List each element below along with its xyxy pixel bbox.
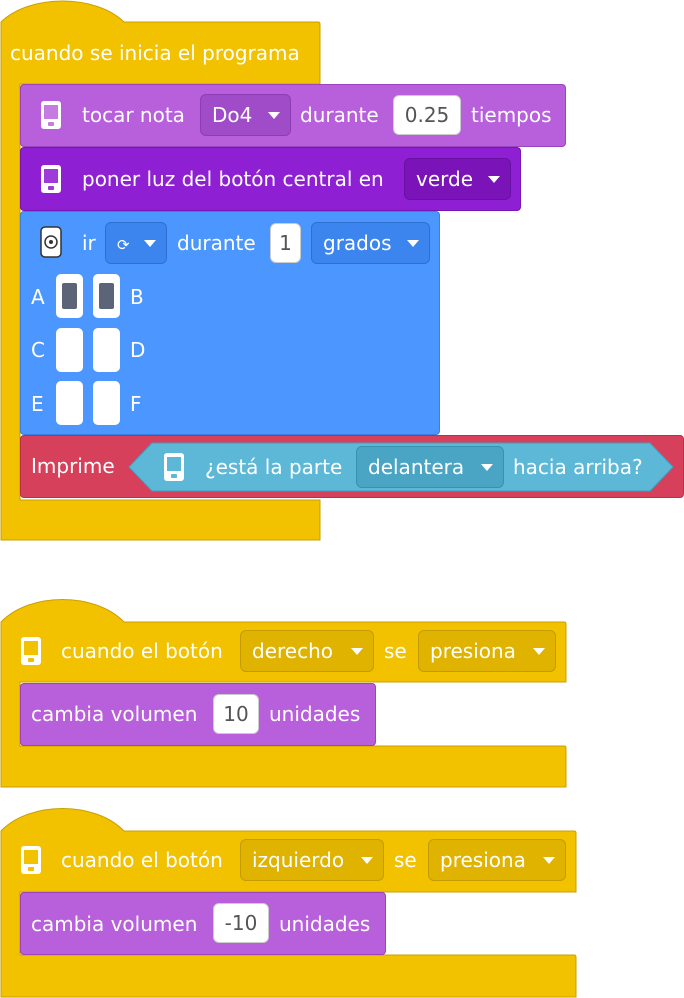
- hub-icon: [21, 637, 41, 665]
- chevron-down-icon: [481, 464, 493, 471]
- se-label: se: [384, 639, 407, 663]
- port-label-c: C: [31, 338, 45, 362]
- hat-label: cuando el botón: [61, 848, 223, 872]
- chevron-down-icon: [543, 857, 555, 864]
- unit-value: grados: [323, 231, 392, 255]
- button-dropdown[interactable]: izquierdo: [240, 839, 384, 881]
- motor-for-label: durante: [177, 231, 256, 255]
- port-d[interactable]: [93, 328, 120, 372]
- action-value: presiona: [440, 848, 526, 872]
- note-dropdown[interactable]: Do4: [200, 94, 291, 136]
- port-f[interactable]: [93, 381, 120, 425]
- button-dropdown[interactable]: derecho: [240, 630, 374, 672]
- play-note-label: tocar nota: [82, 103, 185, 127]
- change-volume-block[interactable]: [20, 892, 386, 955]
- play-note-for-label: durante: [300, 103, 379, 127]
- volume-unit: unidades: [269, 702, 361, 726]
- chevron-down-icon: [407, 240, 419, 247]
- port-label-e: E: [31, 392, 44, 416]
- hub-icon: [41, 165, 61, 193]
- light-color-dropdown[interactable]: verde: [404, 158, 511, 200]
- volume-unit: unidades: [279, 912, 371, 936]
- side-value: delantera: [368, 455, 465, 479]
- chevron-down-icon: [488, 176, 500, 183]
- light-color-value: verde: [416, 167, 474, 191]
- button-value: derecho: [252, 639, 333, 663]
- hat-label[interactable]: cuando se inicia el programa: [10, 41, 300, 65]
- center-light-label: poner luz del botón central en: [82, 167, 384, 191]
- hub-icon: [41, 101, 61, 129]
- action-value: presiona: [430, 639, 516, 663]
- hub-icon: [164, 453, 184, 481]
- unit-dropdown[interactable]: grados: [311, 222, 430, 264]
- question-label: ¿está la parte: [205, 455, 343, 479]
- chevron-down-icon: [533, 648, 545, 655]
- chevron-down-icon: [361, 857, 373, 864]
- button-value: izquierdo: [252, 848, 345, 872]
- play-note-block[interactable]: [20, 84, 566, 147]
- duration-unit: tiempos: [471, 103, 552, 127]
- se-label: se: [394, 848, 417, 872]
- change-volume-block[interactable]: [20, 683, 376, 746]
- port-label-a: A: [31, 285, 45, 309]
- volume-value-input[interactable]: 10: [213, 694, 259, 734]
- direction-dropdown[interactable]: ⟳: [105, 222, 167, 264]
- chevron-down-icon: [351, 648, 363, 655]
- chevron-down-icon: [144, 240, 156, 247]
- action-dropdown[interactable]: presiona: [418, 630, 556, 672]
- note-value: Do4: [212, 103, 253, 127]
- change-volume-label: cambia volumen: [31, 702, 198, 726]
- volume-value-input[interactable]: -10: [213, 903, 269, 943]
- chevron-down-icon: [268, 112, 280, 119]
- port-a[interactable]: [56, 274, 83, 318]
- side-dropdown[interactable]: delantera: [356, 446, 504, 488]
- port-label-f: F: [130, 392, 142, 416]
- rotate-clockwise-icon: ⟳: [117, 236, 130, 254]
- duration-input[interactable]: 0.25: [393, 95, 461, 135]
- port-label-d: D: [130, 338, 146, 362]
- action-dropdown[interactable]: presiona: [428, 839, 566, 881]
- change-volume-label: cambia volumen: [31, 912, 198, 936]
- hat-label: cuando el botón: [61, 639, 223, 663]
- hub-icon: [21, 846, 41, 874]
- motor-go-label: ir: [82, 231, 96, 255]
- port-label-b: B: [130, 285, 144, 309]
- motor-value-input[interactable]: 1: [270, 223, 301, 263]
- center-light-block[interactable]: [20, 147, 521, 211]
- print-label: Imprime: [31, 454, 115, 478]
- port-c[interactable]: [56, 328, 83, 372]
- port-e[interactable]: [56, 381, 83, 425]
- motor-icon: [40, 226, 62, 258]
- port-b[interactable]: [93, 274, 120, 318]
- question-end-label: hacia arriba?: [513, 455, 643, 479]
